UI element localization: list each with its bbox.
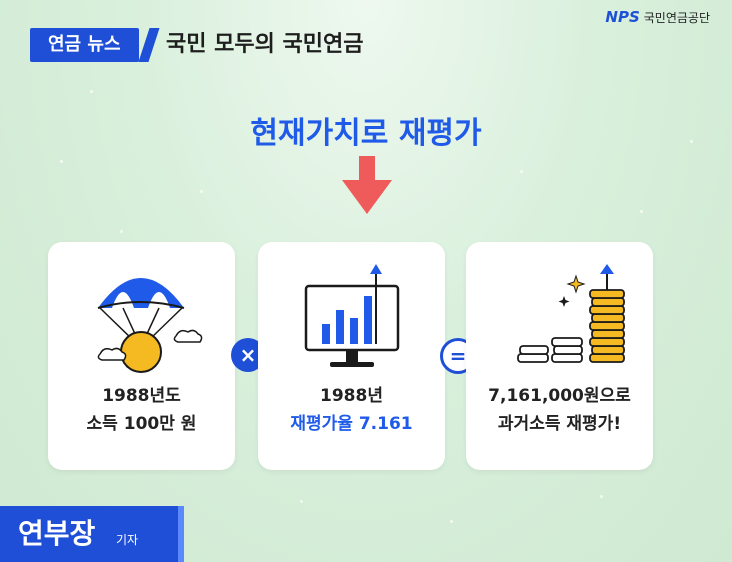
card2-line2: 재평가율 7.161 [290,414,413,434]
logo-text: 국민연금공단 [643,10,710,25]
card-result: 7,161,000원으로 과거소득 재평가! [466,242,653,470]
header-title: 국민 모두의 국민연금 [166,32,364,57]
card3-line1: 7,161,000원으로 [488,386,631,406]
card3-line2: 과거소득 재평가! [497,414,622,434]
reporter-banner: 연부장 기자 [0,506,178,562]
nps-logo: NPS 국민연금공단 [605,8,710,26]
news-tag: 연금 뉴스 [30,28,139,62]
tag-slash-decoration [138,28,160,62]
coin-stack-icon [517,264,625,363]
reporter-role: 기자 [116,533,139,547]
reporter-name: 연부장 [18,517,96,550]
card1-line1: 1988년도 [102,386,181,406]
card-income-1988: 1988년도 소득 100만 원 [48,242,235,470]
card1-line2: 소득 100만 원 [86,414,197,434]
logo-mark: NPS [605,8,640,26]
card2-line1: 1988년 [320,386,383,406]
headline: 현재가치로 재평가 [250,116,482,151]
parachute-coin-icon [97,278,203,373]
down-arrow-icon [342,156,392,214]
reporter-edge-decoration [178,506,184,562]
card-revaluation-rate: 1988년 재평가율 7.161 [258,242,445,470]
monitor-chart-icon [304,264,400,367]
